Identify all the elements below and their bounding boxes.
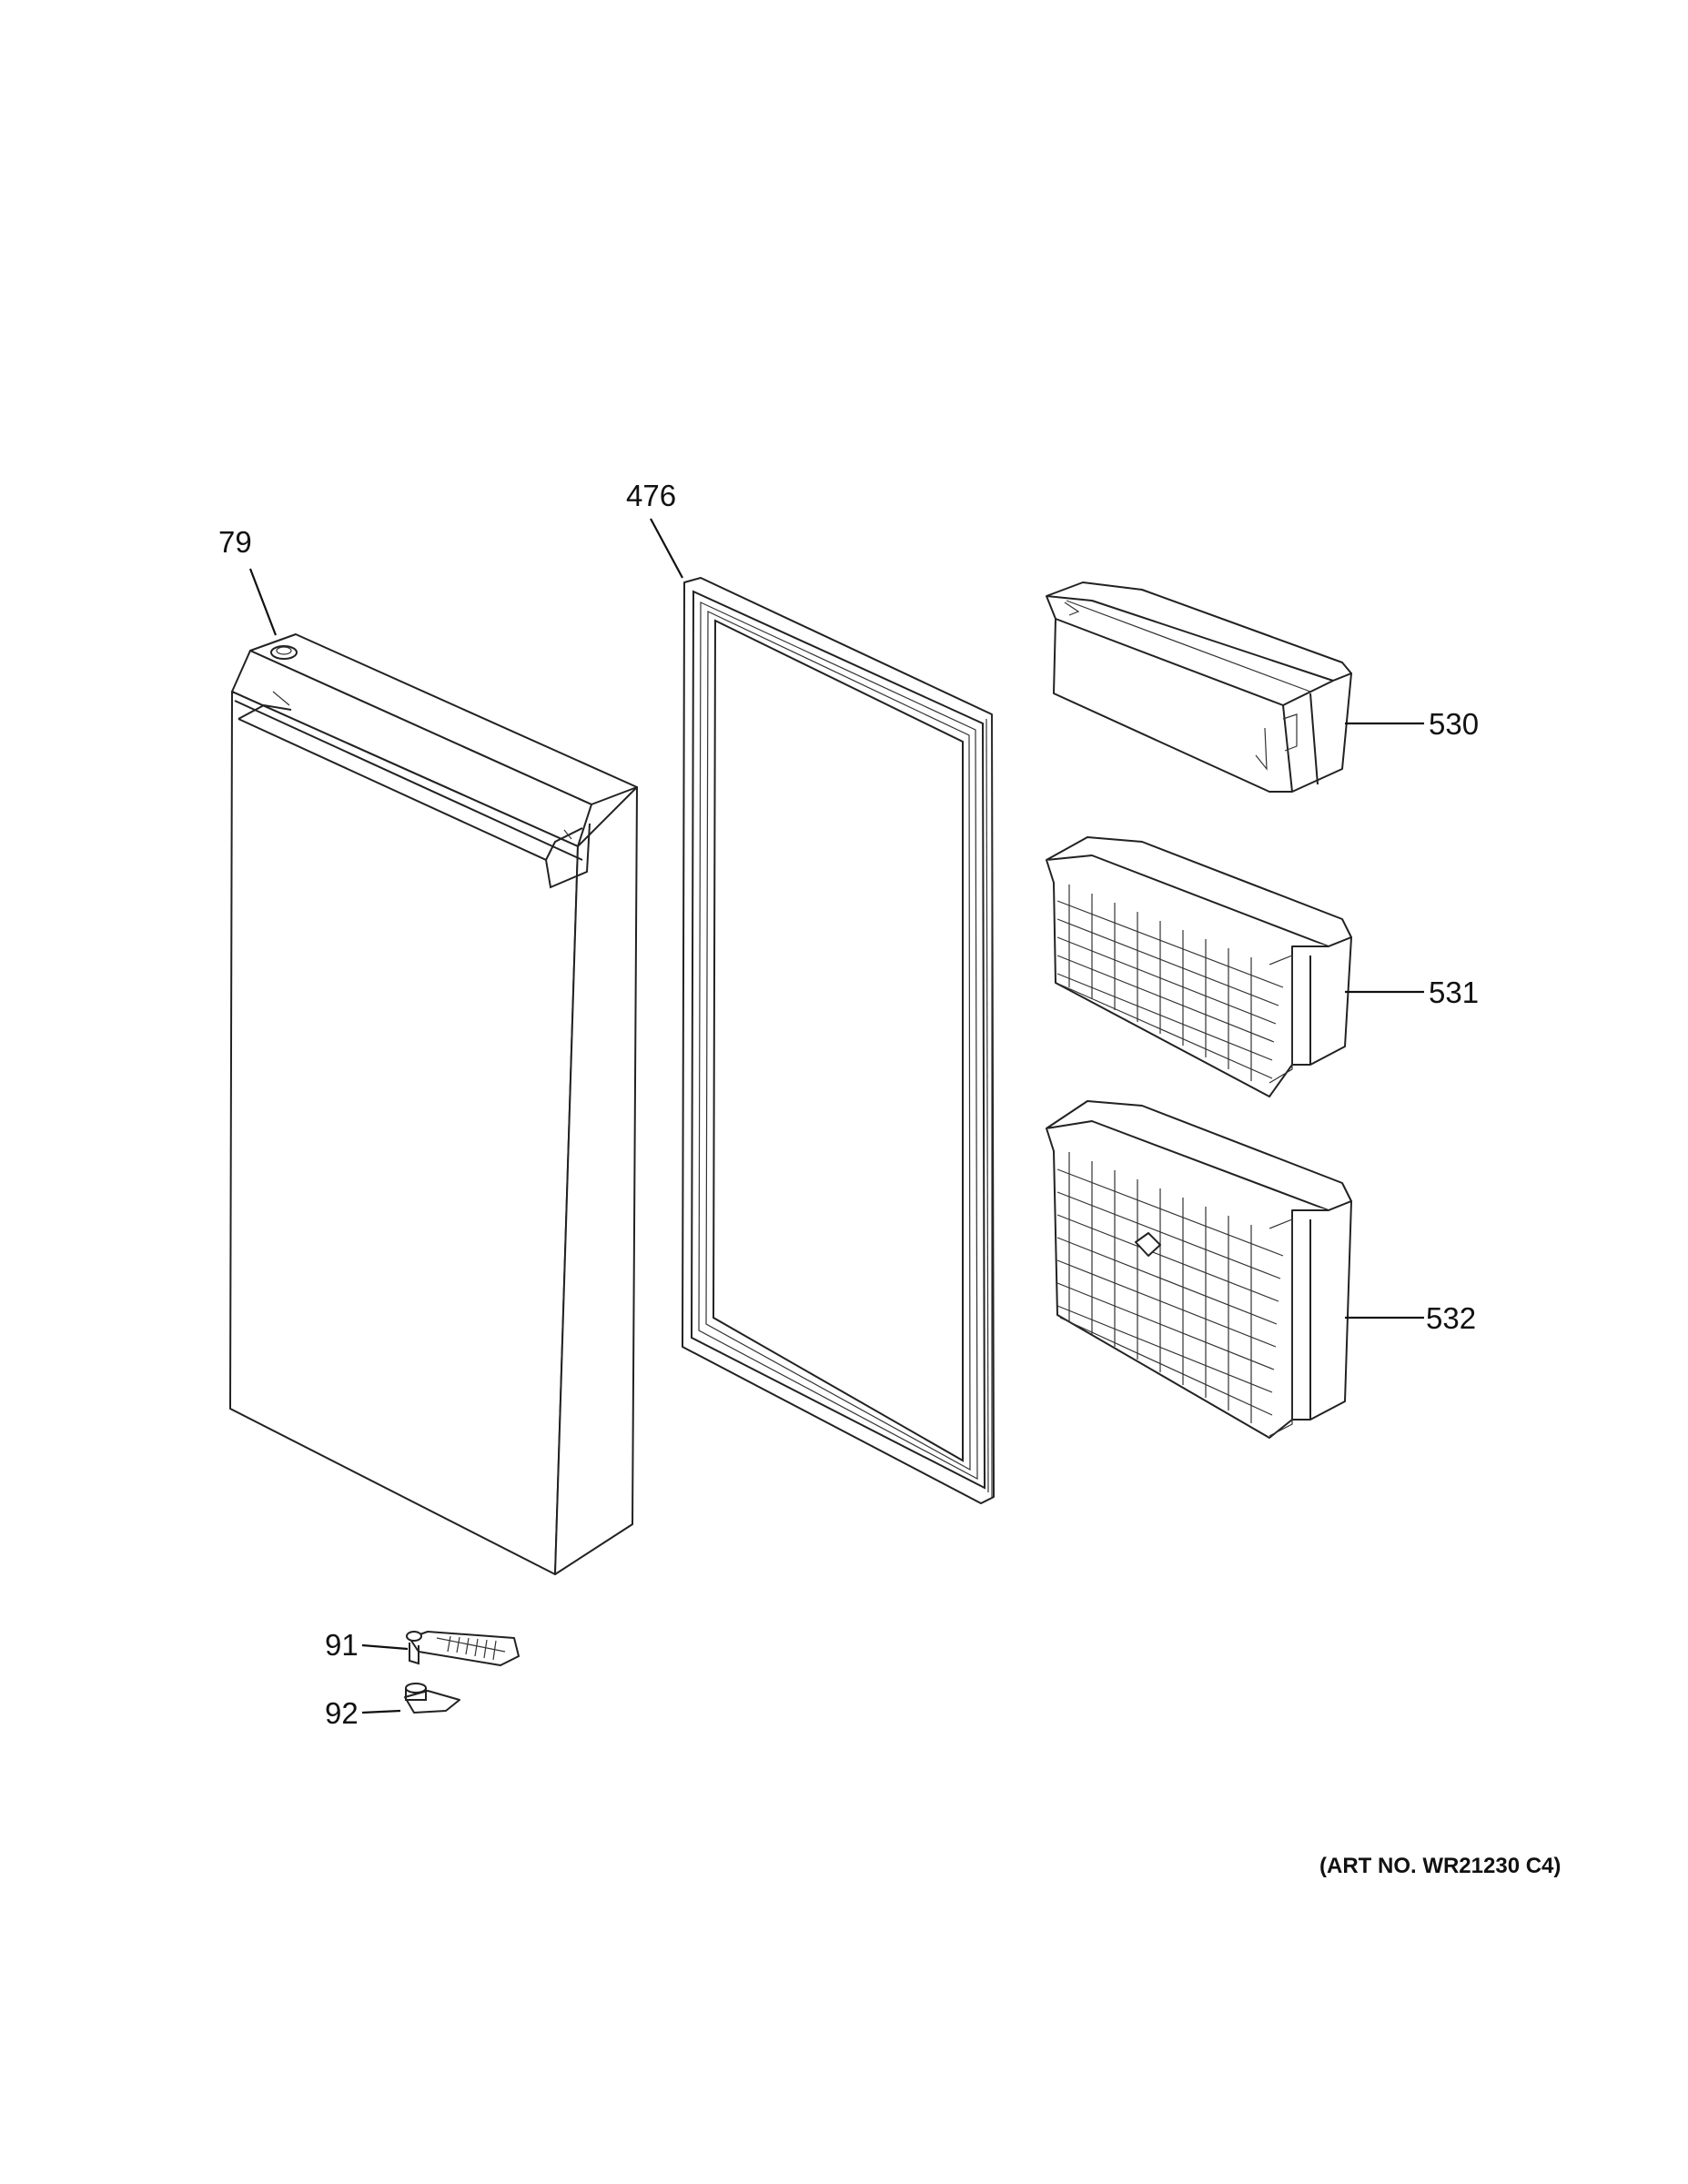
callout-532: 532 [1426, 1301, 1476, 1335]
door-bin-deep[interactable] [1046, 1100, 1352, 1439]
callout-531: 531 [1429, 976, 1479, 1009]
leader-lines [248, 518, 1424, 1714]
door-panel[interactable] [229, 633, 638, 1575]
leader-476 [650, 518, 683, 579]
callout-91: 91 [325, 1628, 359, 1662]
art-number: (ART NO. WR21230 C4) [1319, 1854, 1561, 1878]
callout-79: 79 [218, 525, 252, 559]
leader-91 [361, 1643, 409, 1651]
hinge-bushing[interactable] [404, 1683, 460, 1714]
callout-476: 476 [626, 479, 676, 512]
callout-530: 530 [1429, 707, 1479, 741]
door-bin-shallow[interactable] [1046, 581, 1352, 793]
leader-79 [248, 568, 278, 636]
callout-92: 92 [325, 1696, 359, 1730]
door-bin-medium[interactable] [1046, 836, 1352, 1097]
hinge-bracket[interactable] [406, 1631, 520, 1666]
leader-92 [361, 1709, 401, 1714]
door-gasket[interactable] [682, 577, 995, 1504]
